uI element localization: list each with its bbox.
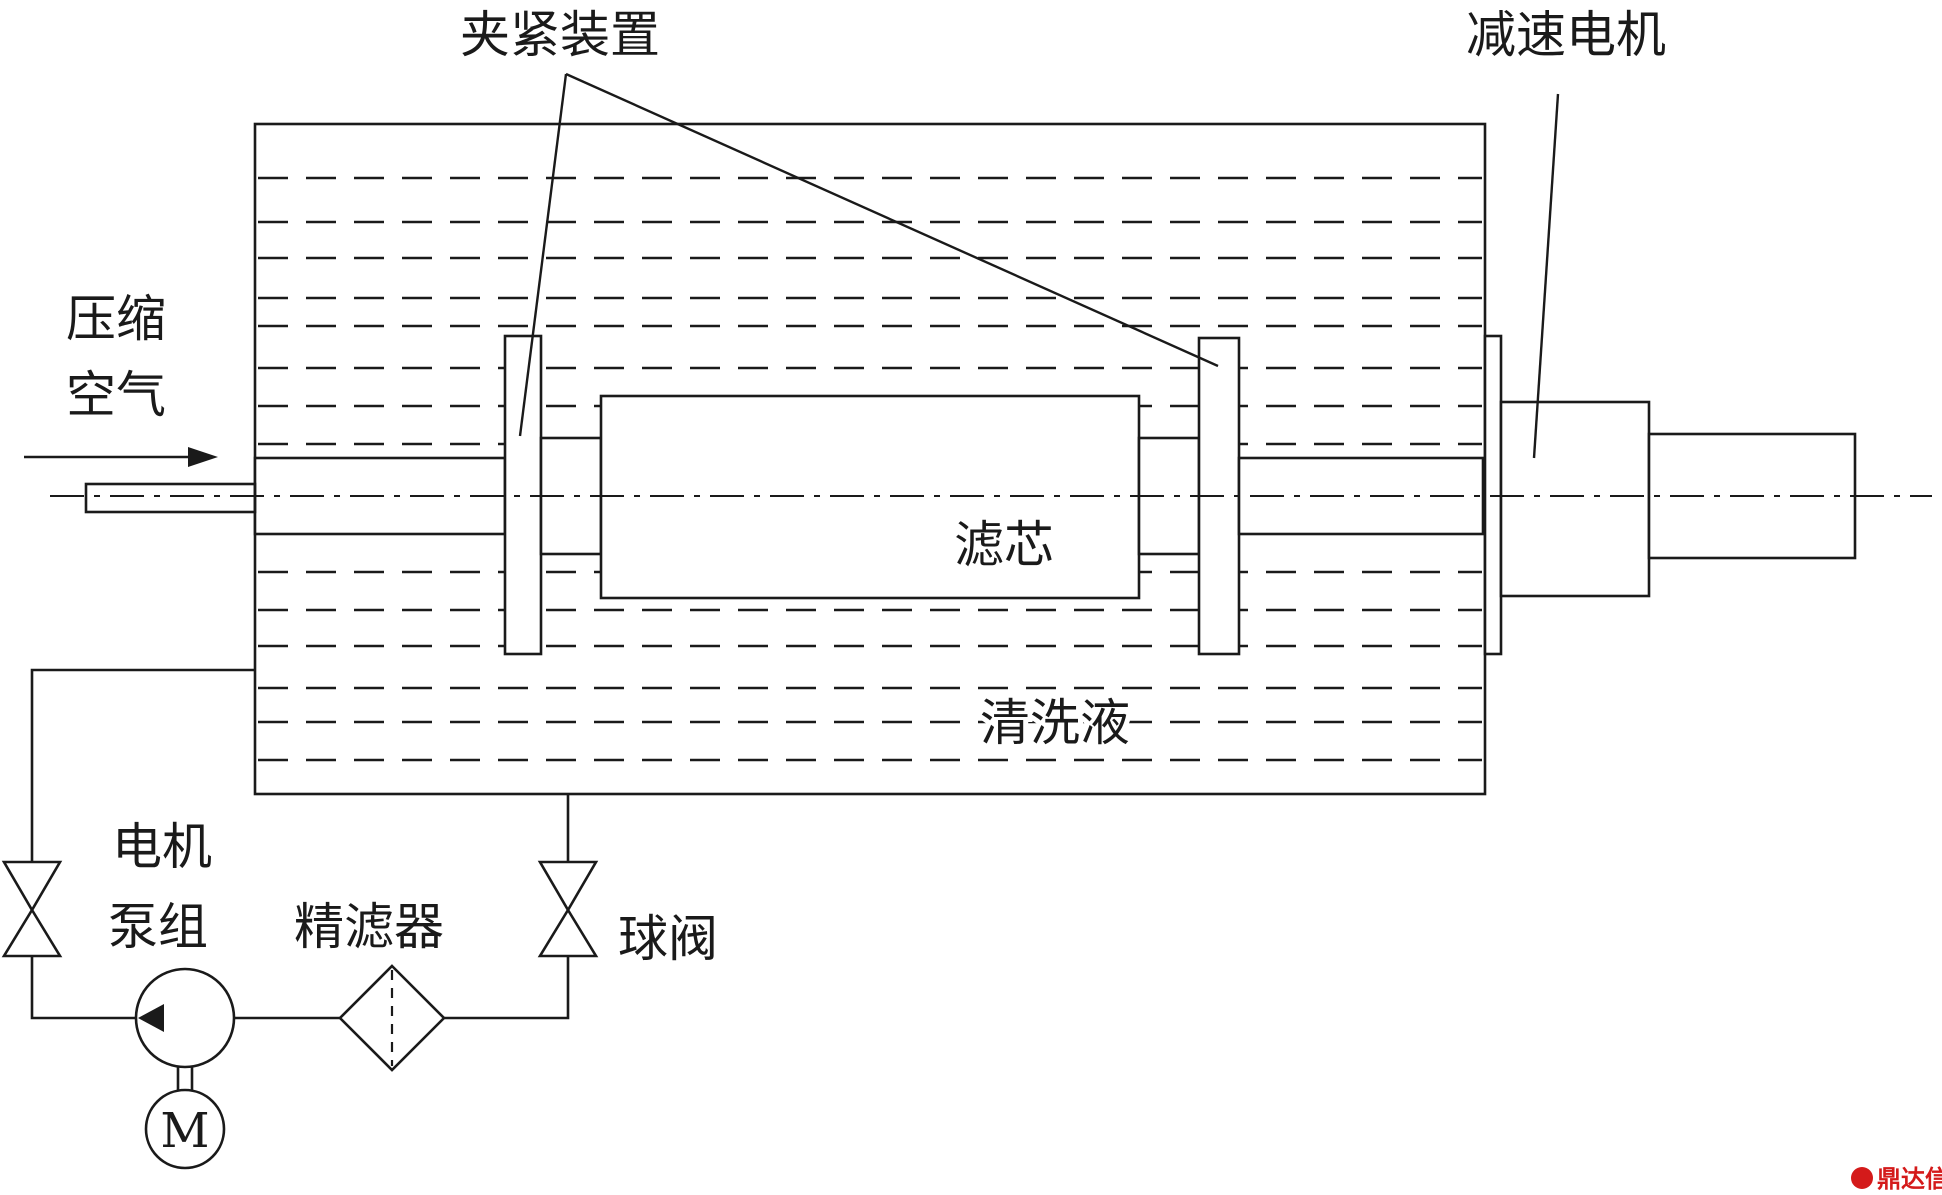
- pump-icon: [134, 967, 236, 1090]
- fine-filter-label: 精滤器: [294, 898, 444, 956]
- compressed-air-label-line2: 空气: [66, 366, 166, 424]
- air-inlet: [24, 447, 257, 514]
- clamping-device-label: 夹紧装置: [460, 6, 660, 64]
- motor-symbol-label: M: [160, 1103, 209, 1159]
- filter-to-tank-pipe: [444, 794, 570, 1020]
- right-ball-valve-icon: [537, 860, 599, 958]
- watermark-text: 鼎达信: [1877, 1165, 1942, 1193]
- cleaning-fluid-label: 清洗液: [980, 694, 1130, 752]
- compressed-air-label-line1: 压缩: [66, 290, 166, 348]
- watermark-logo-icon: [1851, 1167, 1873, 1189]
- clamp-leader-left: [518, 73, 568, 437]
- watermark: 鼎达信: [1851, 1165, 1942, 1193]
- air-flow-arrowhead-icon: [188, 447, 218, 467]
- air-inlet-pipe: [84, 482, 257, 514]
- labels: 夹紧装置 减速电机 压缩 空气 滤芯 清洗液 电机 泵组 精滤器 球阀: [66, 6, 1666, 968]
- leader-lines: [518, 72, 1560, 459]
- gear-motor-label: 减速电机: [1466, 6, 1666, 64]
- ball-valve-label: 球阀: [618, 910, 718, 968]
- fine-filter-icon: [338, 964, 446, 1072]
- clamp-leader-right: [565, 72, 1219, 368]
- fluid-level-lines: [258, 176, 1482, 762]
- motor-leader: [1532, 93, 1560, 459]
- gearbox-body: [1499, 400, 1651, 598]
- tank: [253, 122, 1487, 796]
- return-pipe: [30, 668, 255, 1020]
- drive-motor-icon: M: [144, 1088, 226, 1170]
- left-ball-valve-icon: [1, 860, 63, 958]
- motor-pump-label-line2: 泵组: [108, 898, 208, 956]
- filter-element-label: 滤芯: [954, 516, 1054, 574]
- filter-element: [599, 394, 1141, 600]
- motor-pump-label-line1: 电机: [112, 818, 212, 876]
